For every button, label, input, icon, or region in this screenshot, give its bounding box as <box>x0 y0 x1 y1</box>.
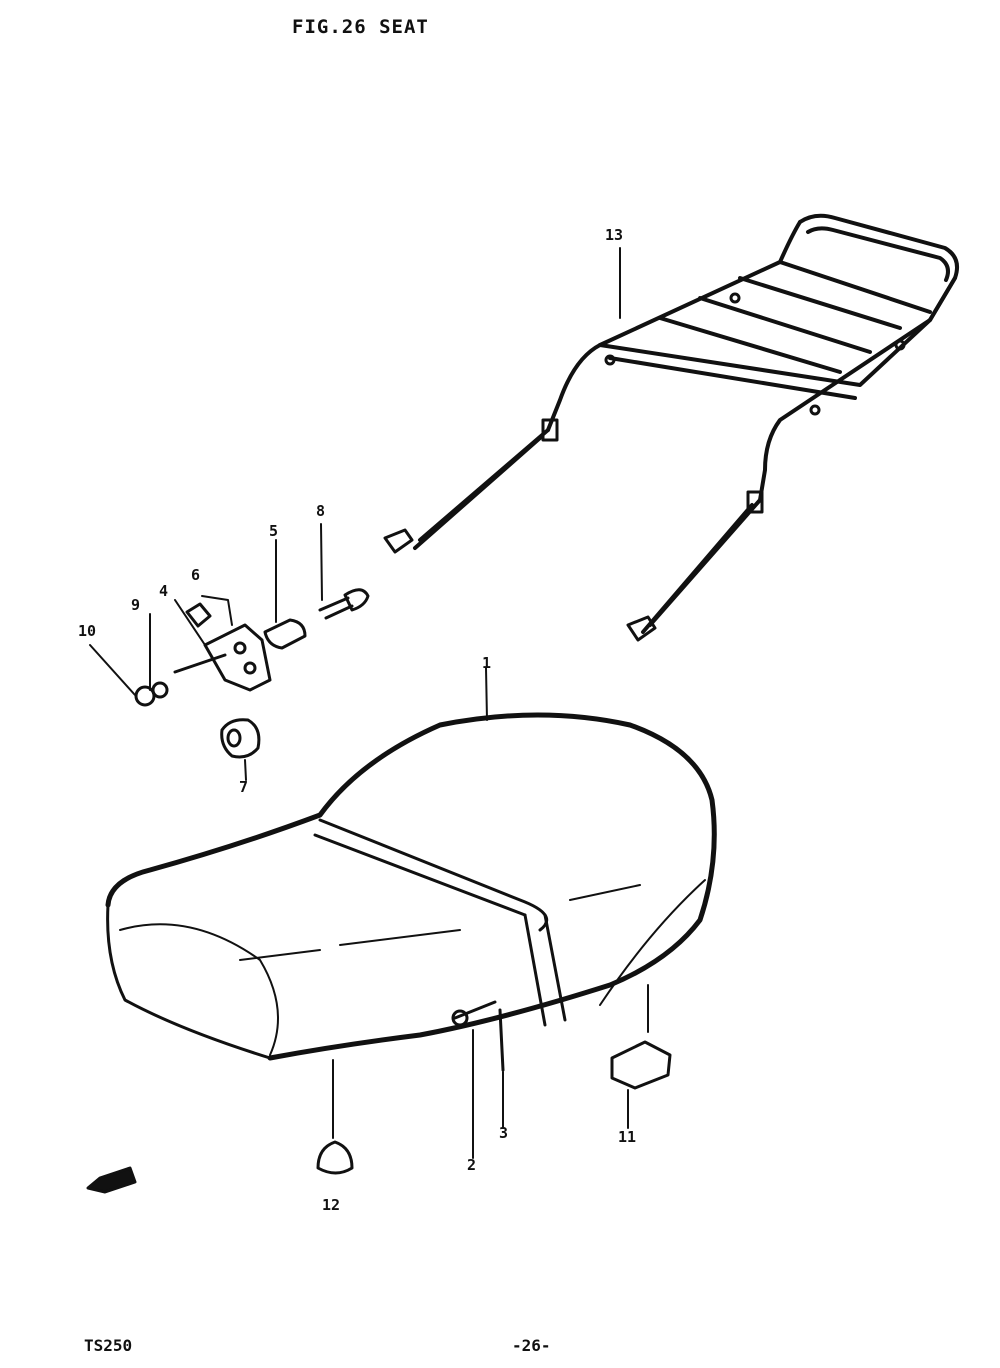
hinge-bracket-drawing <box>173 623 272 692</box>
leader-lines <box>89 247 649 1159</box>
callout-2: 2 <box>467 1156 476 1174</box>
callout-6: 6 <box>191 566 200 584</box>
seat-stopper-drawing <box>316 1140 354 1175</box>
callout-8: 8 <box>316 502 325 520</box>
callout-9: 9 <box>131 596 140 614</box>
callout-7: 7 <box>239 778 248 796</box>
callout-10: 10 <box>78 622 96 640</box>
callout-4: 4 <box>159 582 168 600</box>
figure-title: FIG.26 SEAT <box>292 16 429 38</box>
callout-13: 13 <box>605 226 623 244</box>
callout-11: 11 <box>618 1128 636 1146</box>
seat-bolt-drawing <box>451 1000 505 1072</box>
seat-drawing <box>105 712 717 1061</box>
model-code: TS250 <box>84 1336 133 1355</box>
callout-1: 1 <box>482 654 491 672</box>
washer-nut-drawing <box>134 681 169 707</box>
fwd-arrow-icon <box>86 1166 137 1194</box>
bolt-drawing <box>318 588 370 620</box>
seat-damper-drawing <box>610 1040 672 1090</box>
callout-3: 3 <box>499 1124 508 1142</box>
callout-12: 12 <box>322 1196 340 1214</box>
pivot-pin-drawing <box>263 618 307 650</box>
callout-5: 5 <box>269 522 278 540</box>
cushion-drawing <box>220 718 261 759</box>
carrier-mount-brackets <box>383 292 906 642</box>
nut-drawing <box>185 602 212 628</box>
page-number: -26- <box>512 1336 551 1355</box>
rear-carrier-drawing <box>413 213 959 634</box>
